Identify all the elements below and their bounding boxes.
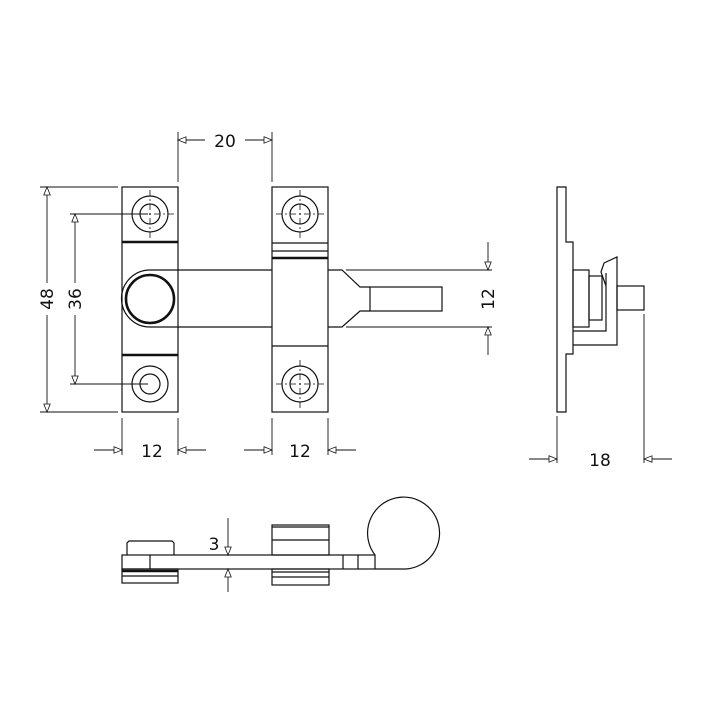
right-plate xyxy=(271,186,329,413)
bolt-tip xyxy=(328,269,443,328)
bottom-view: 3 xyxy=(121,496,441,592)
dim-18: 18 xyxy=(529,314,672,471)
dim-label-48: 48 xyxy=(38,288,58,310)
dim-12-right: 12 xyxy=(244,418,356,462)
dim-label-20: 20 xyxy=(214,132,236,152)
dim-48: 48 xyxy=(38,187,118,412)
knob-loop xyxy=(366,496,441,570)
dim-20: 20 xyxy=(178,132,272,182)
knob xyxy=(124,273,176,325)
side-view: 18 xyxy=(529,186,672,471)
dim-label-12-left: 12 xyxy=(141,442,163,462)
dim-label-36: 36 xyxy=(66,288,86,310)
dim-label-3: 3 xyxy=(209,535,220,555)
bolt-bar xyxy=(120,269,272,328)
left-plate xyxy=(121,186,179,413)
screw-hole-icon xyxy=(276,360,324,408)
front-view: 48 36 20 12 12 xyxy=(38,132,499,462)
dim-3: 3 xyxy=(209,518,228,592)
dim-label-18: 18 xyxy=(589,451,611,471)
screw-hole-icon xyxy=(276,190,324,238)
dim-label-12-bolt: 12 xyxy=(479,288,499,310)
dim-36: 36 xyxy=(66,214,148,384)
dim-12-bolt: 12 xyxy=(346,242,499,355)
dim-label-12-right: 12 xyxy=(289,442,311,462)
dim-12-left: 12 xyxy=(94,418,206,462)
